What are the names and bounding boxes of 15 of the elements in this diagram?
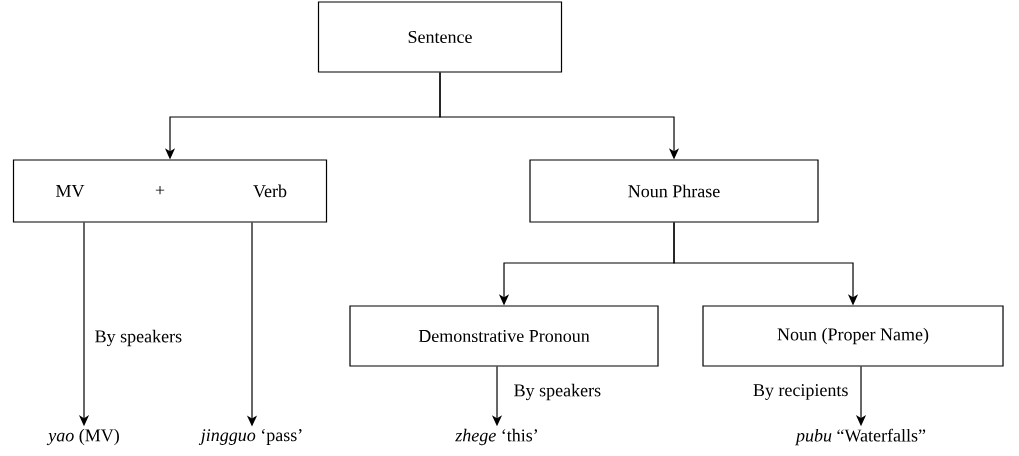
box: Sentence (317, 1, 563, 73)
box (12, 159, 328, 223)
example-text: yao (MV) (46, 428, 119, 446)
edge-label: By speakers (514, 383, 601, 401)
edge-label: By recipients (753, 384, 848, 400)
example-text: pubu “Waterfalls” (794, 428, 926, 446)
box: Noun Phrase (529, 159, 819, 223)
box: Noun (Proper Name) (702, 305, 1004, 367)
box-text: MV (56, 184, 85, 197)
box-text: Verb (253, 184, 287, 198)
box: Demonstrative Pronoun (349, 305, 659, 367)
edge-label: By speakers (95, 329, 182, 347)
example-text: jingguo ‘pass’ (198, 429, 302, 445)
box-text: + (155, 185, 165, 195)
example-text: zhege ‘this’ (455, 428, 537, 446)
